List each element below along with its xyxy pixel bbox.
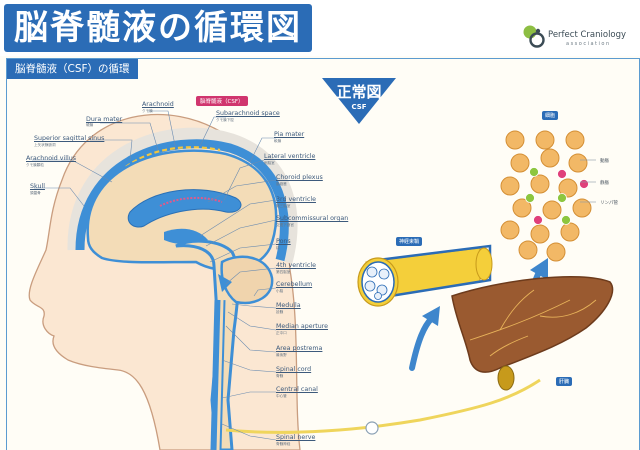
tissue-cell	[530, 224, 550, 244]
label-subarachnoid-space-jp: クモ膜下腔	[216, 118, 234, 122]
tag-liver: 肝臓	[556, 377, 573, 386]
label-spinal-nerve-jp: 脊髄神経	[276, 442, 291, 446]
tag-tissue: 細胞	[542, 111, 559, 120]
tissue-cell	[500, 176, 520, 196]
tissue-cell	[505, 130, 525, 150]
gallbladder	[497, 365, 515, 391]
tissue-cell	[510, 153, 530, 173]
tissue-cell	[518, 240, 538, 260]
label-superior-sagittal-sinus-jp: 上矢状静脈洞	[34, 143, 56, 147]
label-arachnoid: Arachnoid	[142, 101, 174, 108]
label-pons: Pons	[276, 238, 291, 245]
tissue-cell	[535, 130, 555, 150]
brand-name: Perfect Craniology	[548, 30, 627, 40]
tissue-cell	[540, 148, 560, 168]
label-spinal-cord: Spinal cord	[276, 366, 312, 373]
vessel-dot	[525, 193, 535, 203]
label-fourth-ventricle: 4th ventricle	[276, 262, 316, 269]
tissue-cell	[500, 220, 520, 240]
choroid-plexus	[159, 196, 223, 207]
label-skull-jp: 頭蓋骨	[30, 191, 41, 195]
label-third-ventricle-jp: 第三脳室	[276, 204, 291, 208]
label-superior-sagittal-sinus: Superior sagittal sinus	[34, 135, 105, 142]
vessel-dot	[557, 169, 567, 179]
logo-icon	[523, 25, 545, 48]
skull	[67, 127, 298, 264]
section-title: 脳脊髄液（CSF）の循環	[7, 59, 138, 79]
label-spinal-nerve: Spinal nerve	[276, 434, 316, 441]
pathway-node	[365, 421, 379, 435]
label-medulla-jp: 延髄	[276, 310, 284, 314]
label-lateral-ventricle: Lateral ventricle	[264, 153, 316, 160]
label-median-aperture-jp: 正中口	[276, 331, 287, 335]
label-skull: Skull	[30, 183, 45, 190]
liver-vessels	[469, 289, 597, 357]
label-csf: 脳脊髄液（CSF）	[196, 96, 248, 106]
liver	[451, 275, 614, 373]
label-dura-mater-jp: 硬膜	[86, 123, 94, 127]
label-dura-mater: Dura mater	[86, 116, 123, 123]
up-arrow-head	[530, 258, 548, 280]
superior-sagittal-sinus	[103, 146, 221, 191]
nerve-bundle	[357, 244, 493, 307]
label-area-postrema: Area postrema	[276, 345, 323, 352]
label-fourth-ventricle-jp: 第四脳室	[276, 270, 291, 274]
label-subcommissural-organ-jp: 交連下器官	[276, 223, 294, 227]
tissue-cell	[560, 222, 580, 242]
tissue-cell	[542, 200, 562, 220]
tissue-cell	[512, 198, 532, 218]
tissue-cell	[558, 178, 578, 198]
fourth-ventricle	[218, 274, 232, 292]
label-pia-mater-jp: 軟膜	[274, 139, 282, 143]
badge-subtitle: CSF	[351, 103, 367, 111]
tissue-cell	[565, 130, 585, 150]
dura-mater	[75, 139, 289, 262]
label-arachnoid-villus: Arachnoid villus	[26, 155, 77, 162]
csf-pathway	[225, 378, 541, 434]
label-area-postrema-jp: 最後野	[276, 353, 287, 357]
label-spinal-cord-jp: 脊髄	[276, 374, 284, 378]
label-lateral-ventricle-jp: 側脳室	[264, 161, 275, 165]
tissue-cell	[530, 174, 550, 194]
label-central-canal-jp: 中心管	[276, 394, 287, 398]
label-medulla: Medulla	[276, 302, 301, 309]
vessel-dot	[557, 193, 567, 203]
normal-badge	[322, 78, 396, 124]
brand-subtitle: association	[566, 41, 611, 47]
vessel-dot	[561, 215, 571, 225]
tag-nerve-sheath: 神経束鞘	[396, 237, 423, 246]
header: 脳脊髄液の循環図 Perfect Craniology association	[0, 0, 640, 56]
label-subcommissural-organ: Subcommissural organ	[276, 215, 349, 222]
cell-label-vein: 静脈	[600, 181, 609, 186]
cell-label-artery: 動脈	[600, 159, 609, 164]
label-arachnoid-villus-jp: クモ膜顆粒	[26, 163, 44, 167]
vessel-dot	[529, 167, 539, 177]
vessel-dot	[579, 179, 589, 189]
label-median-aperture: Median aperture	[276, 323, 329, 330]
label-third-ventricle: 3rd ventricle	[276, 196, 316, 203]
label-choroid-plexus: Choroid plexus	[276, 174, 323, 181]
tissue-cell	[572, 198, 592, 218]
page-title: 脳脊髄液の循環図	[4, 4, 312, 52]
label-central-canal: Central canal	[276, 386, 318, 393]
label-pons-jp: 橋	[276, 246, 280, 250]
label-pia-mater: Pia mater	[274, 131, 305, 138]
label-arachnoid-jp: クモ膜	[142, 109, 153, 113]
badge-title: 正常図	[336, 83, 382, 101]
central-canal	[216, 299, 224, 450]
cell-label-lymph: リンパ管	[600, 201, 618, 206]
label-cerebellum-jp: 小脳	[276, 289, 284, 293]
tissue-cell	[546, 242, 566, 262]
label-subarachnoid-space: Subarachnoid space	[216, 110, 280, 117]
label-cerebellum: Cerebellum	[276, 281, 313, 288]
up-arrow-head	[422, 306, 440, 326]
spinal-cord	[210, 299, 226, 450]
label-choroid-plexus-jp: 脈絡叢	[276, 182, 287, 186]
vessel-dot	[533, 215, 543, 225]
tissue-cell	[568, 153, 588, 173]
